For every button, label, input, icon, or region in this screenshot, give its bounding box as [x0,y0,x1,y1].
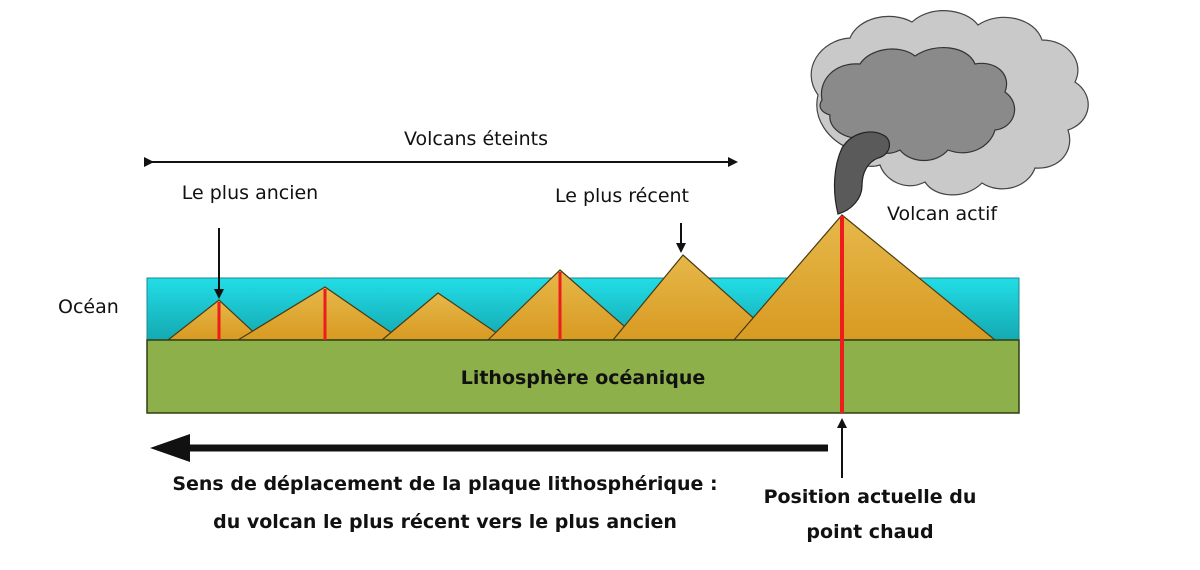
ocean-label: Océan [58,296,119,318]
volcano-chain [166,214,997,341]
plate-motion-caption-line1: Sens de déplacement de la plaque lithosp… [172,473,717,495]
active-volcano-label: Volcan actif [887,203,998,225]
hotspot-caption-line2: point chaud [806,521,933,543]
plate-motion-caption-line2: du volcan le plus récent vers le plus an… [213,511,677,533]
lithosphere-plate [146,339,1020,414]
smoke-plume [810,10,1089,215]
extinct-volcanoes-label: Volcans éteints [404,128,548,150]
hotspot-caption-line1: Position actuelle du [764,486,977,508]
most-recent-label: Le plus récent [555,185,689,207]
magma-conduits [217,216,844,413]
oldest-label: Le plus ancien [182,182,318,204]
plate-motion-arrowhead [150,434,190,462]
lithosphere-label: Lithosphère océanique [461,367,706,389]
smoke-dark-core [833,131,891,215]
